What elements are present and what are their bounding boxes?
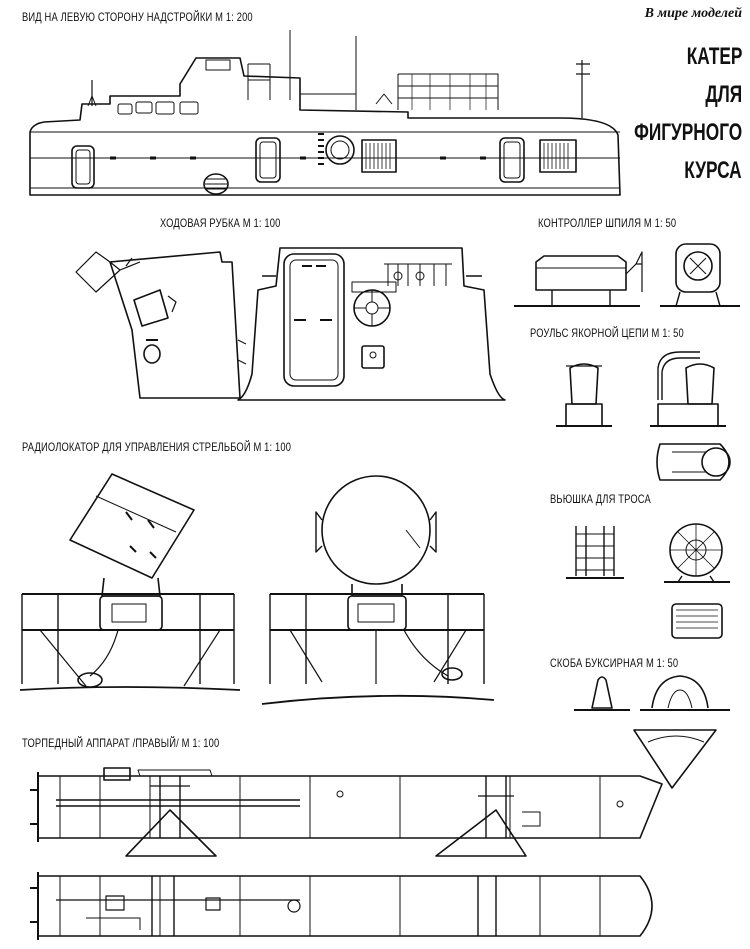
capstan-controller-views [514, 244, 740, 306]
title-line-2: ДЛЯ [705, 81, 742, 108]
radar-caption: РАДИОЛОКАТОР ДЛЯ УПРАВЛЕНИЯ СТРЕЛЬБОЙ М … [22, 440, 292, 454]
title-line-3: ФИГУРНОГО [633, 119, 742, 146]
capstan-controller-caption: КОНТРОЛЛЕР ШПИЛЯ М 1: 50 [538, 216, 677, 230]
torpedo-tube-caption: ТОРПЕДНЫЙ АППАРАТ /ПРАВЫЙ/ М 1: 100 [22, 736, 220, 750]
superstructure-side-view [30, 30, 620, 195]
title-line-1: КАТЕР [686, 43, 742, 70]
towing-bracket-views [574, 676, 730, 788]
radar-side-view [20, 474, 240, 690]
torpedo-tube-side-view [30, 768, 662, 856]
wheelhouse-side-view [76, 252, 246, 398]
torpedo-tube-top-view [30, 872, 652, 940]
radar-front-view [262, 476, 494, 704]
cable-reel-views [566, 524, 730, 638]
anchor-chain-stopper-views [556, 352, 730, 480]
cable-reel-caption: ВЬЮШКА ДЛЯ ТРОСА [550, 492, 651, 506]
wheelhouse-front-view [238, 248, 505, 400]
anchor-chain-stopper-caption: РОУЛЬС ЯКОРНОЙ ЦЕПИ М 1: 50 [530, 326, 684, 340]
superstructure-caption: ВИД НА ЛЕВУЮ СТОРОНУ НАДСТРОЙКИ М 1: 200 [22, 10, 253, 24]
towing-bracket-caption: СКОБА БУКСИРНАЯ М 1: 50 [550, 656, 679, 670]
title-line-4: КУРСА [684, 157, 742, 184]
journal-label: В мире моделей [644, 6, 742, 21]
wheelhouse-caption: ХОДОВАЯ РУБКА М 1: 100 [160, 216, 281, 230]
